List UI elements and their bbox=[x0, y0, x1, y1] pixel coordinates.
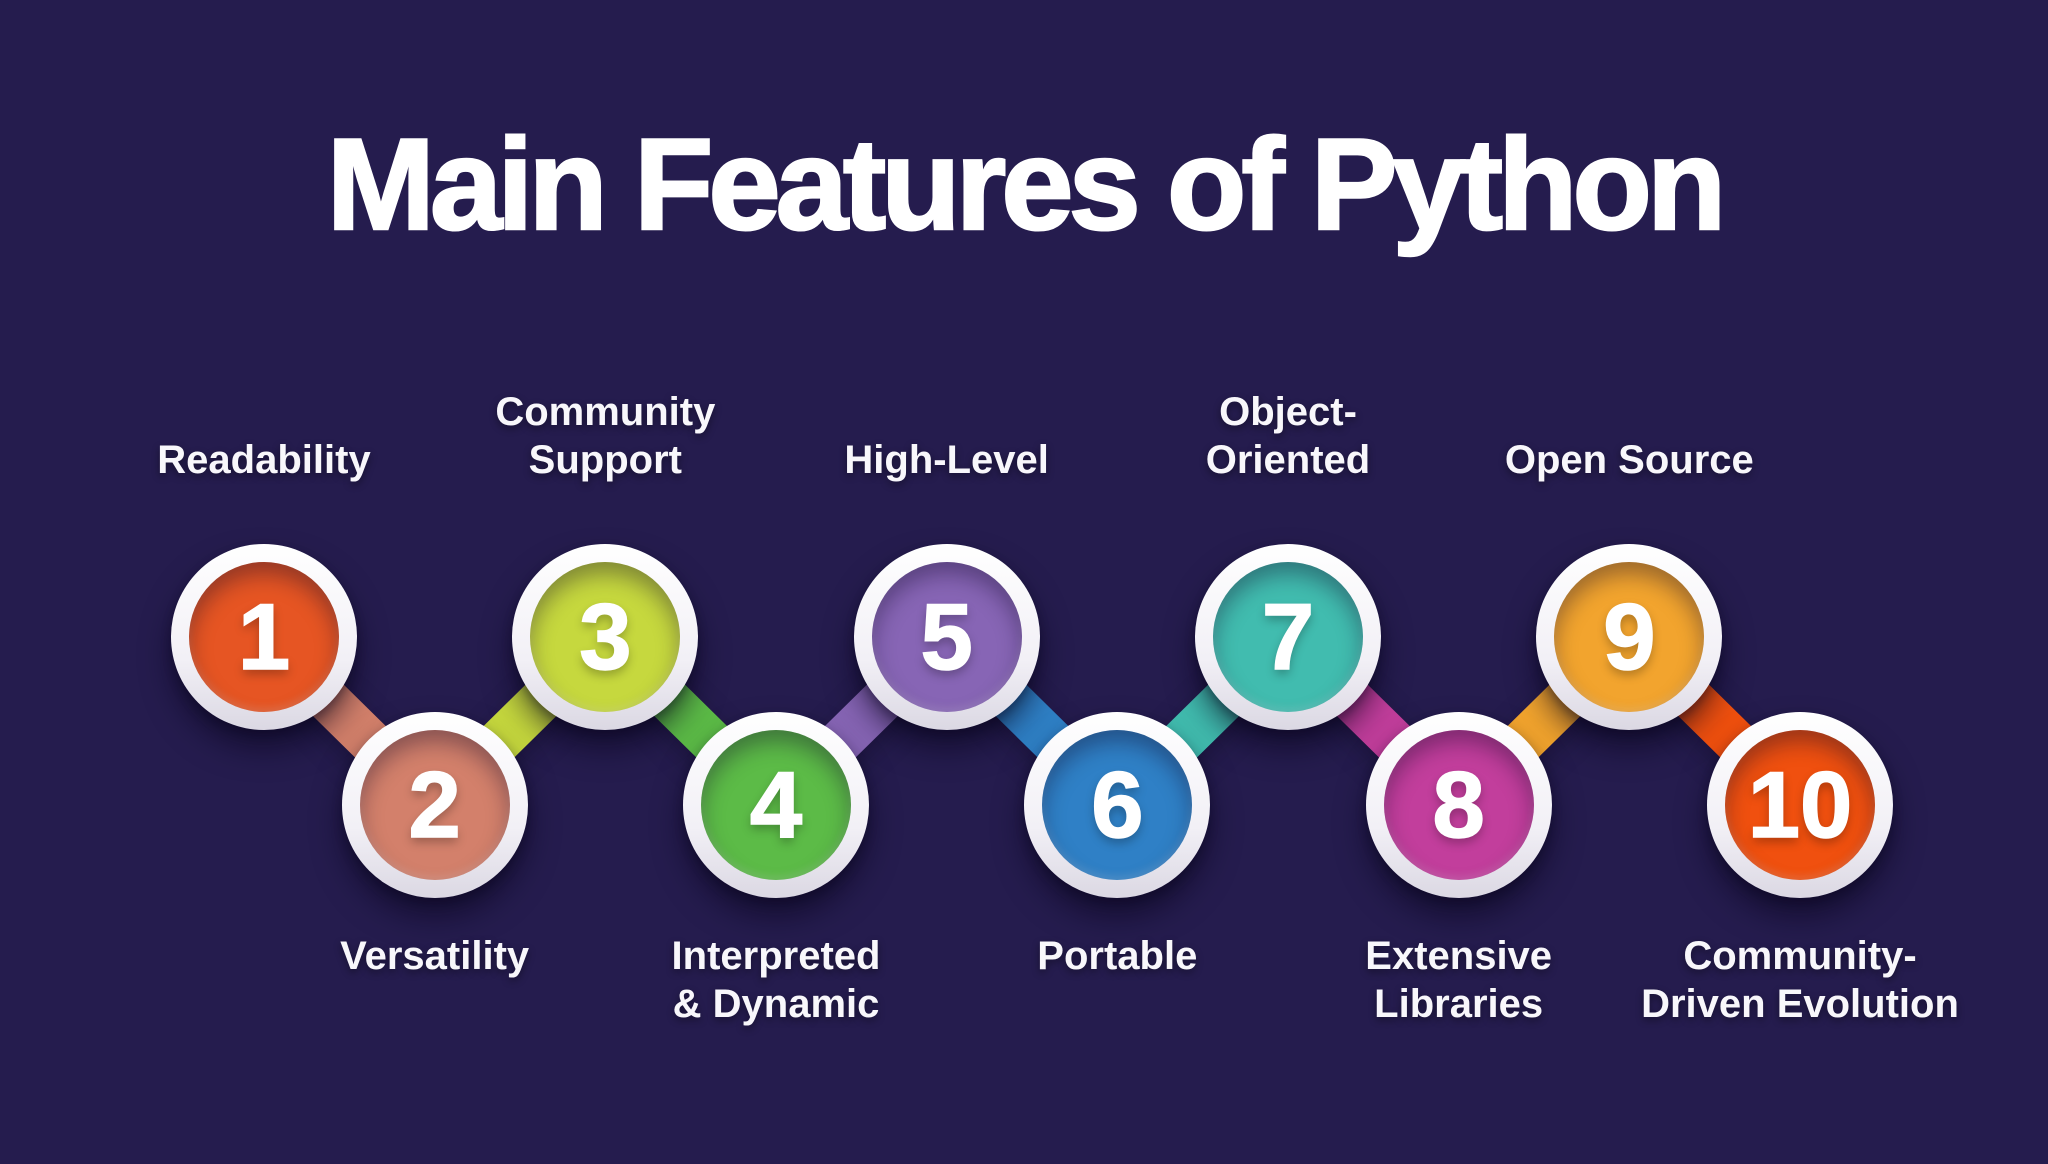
feature-label-line: Libraries bbox=[1374, 982, 1544, 1026]
feature-number-2: 2 bbox=[408, 752, 462, 857]
feature-label-line: & Dynamic bbox=[672, 982, 880, 1026]
feature-disc-9: 9 bbox=[1554, 562, 1705, 712]
feature-circle-1: 1 bbox=[171, 544, 357, 730]
feature-circle-3: 3 bbox=[512, 544, 699, 730]
feature-label-5: High-Level bbox=[757, 436, 1137, 484]
feature-number-3: 3 bbox=[578, 584, 632, 689]
feature-label-line: Support bbox=[528, 438, 682, 482]
feature-number-5: 5 bbox=[920, 584, 974, 689]
feature-label-line: Oriented bbox=[1205, 438, 1371, 482]
feature-circle-7: 7 bbox=[1195, 544, 1381, 730]
feature-number-10: 10 bbox=[1747, 752, 1853, 857]
feature-label-line: Open Source bbox=[1504, 438, 1754, 482]
feature-label-7: Object-Oriented bbox=[1098, 388, 1478, 484]
feature-label-line: Object- bbox=[1219, 390, 1357, 434]
feature-disc-2: 2 bbox=[359, 730, 510, 880]
feature-number-9: 9 bbox=[1602, 584, 1656, 689]
feature-circle-2: 2 bbox=[341, 712, 528, 898]
feature-label-line: Versatility bbox=[340, 934, 530, 978]
feature-label-line: Community- bbox=[1683, 934, 1917, 978]
feature-circle-5: 5 bbox=[853, 544, 1040, 730]
feature-circle-4: 4 bbox=[683, 712, 869, 898]
feature-label-line: Extensive bbox=[1365, 934, 1553, 978]
feature-label-6: Portable bbox=[927, 932, 1307, 980]
page-title: Main Features of Python bbox=[325, 110, 1727, 258]
feature-label-line: Driven Evolution bbox=[1641, 982, 1959, 1026]
feature-number-6: 6 bbox=[1090, 752, 1144, 857]
feature-label-line: Community bbox=[495, 390, 716, 434]
feature-circle-9: 9 bbox=[1536, 544, 1723, 730]
feature-circle-10: 10 bbox=[1707, 712, 1893, 898]
feature-number-7: 7 bbox=[1261, 584, 1315, 689]
feature-circle-8: 8 bbox=[1365, 712, 1552, 898]
feature-label-4: Interpreted& Dynamic bbox=[586, 932, 966, 1028]
feature-number-4: 4 bbox=[749, 752, 803, 857]
feature-label-line: High-Level bbox=[844, 438, 1049, 482]
feature-disc-6: 6 bbox=[1042, 730, 1193, 880]
feature-label-line: Portable bbox=[1037, 934, 1198, 978]
feature-disc-7: 7 bbox=[1213, 562, 1363, 712]
feature-disc-3: 3 bbox=[530, 562, 681, 712]
feature-disc-4: 4 bbox=[701, 730, 851, 880]
feature-number-8: 8 bbox=[1432, 752, 1486, 857]
feature-disc-5: 5 bbox=[871, 562, 1022, 712]
feature-number-1: 1 bbox=[237, 584, 291, 689]
feature-circle-6: 6 bbox=[1024, 712, 1211, 898]
feature-label-9: Open Source bbox=[1439, 436, 1819, 484]
feature-disc-10: 10 bbox=[1725, 730, 1875, 880]
feature-label-line: Interpreted bbox=[671, 934, 881, 978]
feature-label-2: Versatility bbox=[245, 932, 625, 980]
feature-label-10: Community-Driven Evolution bbox=[1610, 932, 1990, 1028]
feature-label-line: Readability bbox=[157, 438, 371, 482]
feature-disc-1: 1 bbox=[189, 562, 339, 712]
feature-disc-8: 8 bbox=[1383, 730, 1534, 880]
feature-label-1: Readability bbox=[74, 436, 454, 484]
